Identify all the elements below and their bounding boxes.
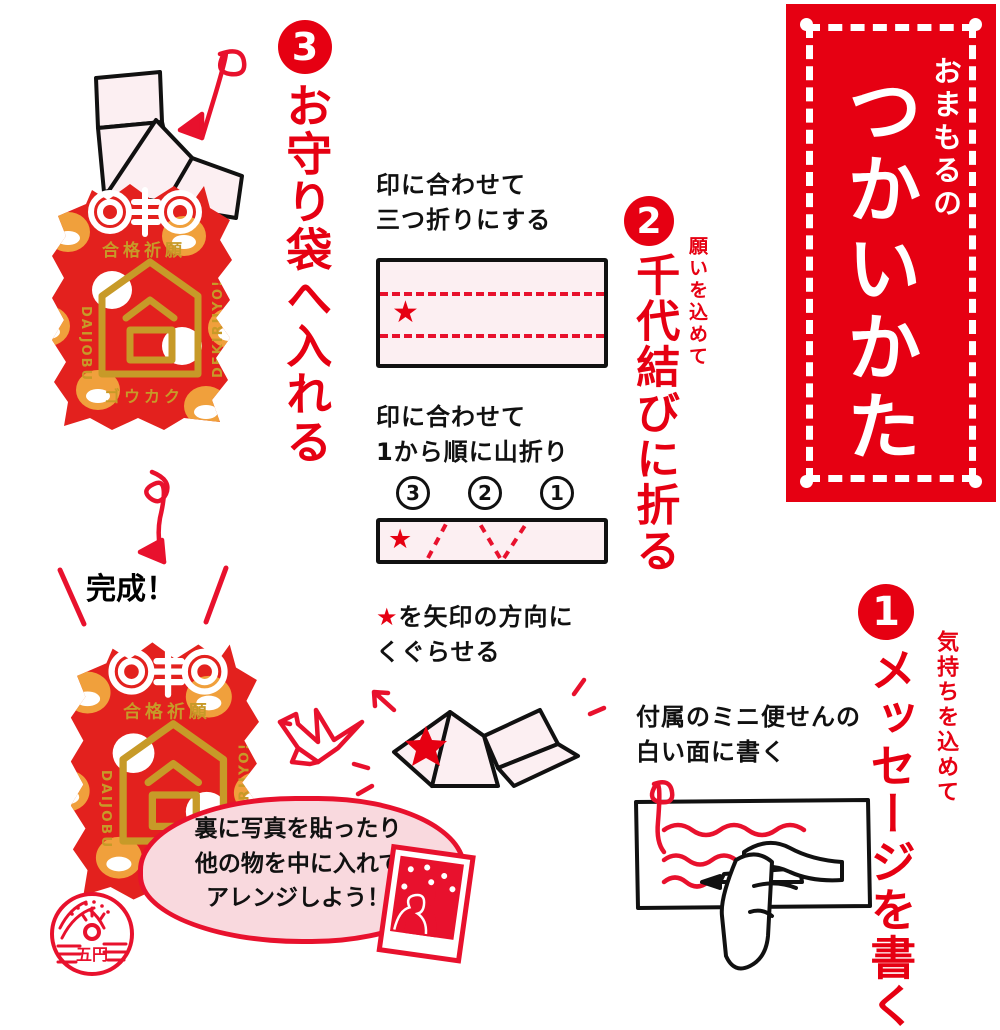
step-1-caption: 付属のミニ便せんの 白い面に書く <box>636 703 861 766</box>
banner-corner-dot-br <box>969 475 982 488</box>
step-3-number-badge: 3 <box>278 20 332 74</box>
paper-strip-trifold: ★ <box>376 258 608 368</box>
photo-print <box>376 843 476 964</box>
emphasis-slashes <box>57 565 229 627</box>
omamori-right-romaji: DEKIRUYO! <box>211 279 226 378</box>
fold-dash-line-bottom <box>380 334 604 338</box>
poster-canvas: つかいかた おまもるの 1 メッセージを書く 気持ちを込めて 付属のミニ便せんの… <box>34 4 996 1030</box>
omamori-bag-top: 合格祈願 ゴウカク DAIJOBU DEKIRUYO! <box>52 184 232 430</box>
step-2-caption-star-text: を矢印の方向に くぐらせる <box>376 603 574 666</box>
coin-stamp: 五円 <box>50 892 134 976</box>
step-1-number-badge: 1 <box>858 584 914 640</box>
star-icon: ★ <box>392 295 419 330</box>
step-3-heading: お守り袋へ入れる <box>279 82 334 466</box>
title-banner <box>786 4 996 502</box>
fold-mark-3: 3 <box>396 476 430 510</box>
message-paper-illustration <box>634 780 872 971</box>
diagonal-fold-lines <box>426 522 528 560</box>
completion-emphasis-strokes <box>46 562 246 632</box>
omamori-left-romaji: DAIJOBU <box>98 770 114 849</box>
banner-corner-dot-tr <box>969 18 982 31</box>
photo-print-icon <box>376 843 478 964</box>
coin-stamp-label: 五円 <box>76 945 108 964</box>
step-2-heading: 千代結びに折る <box>628 252 680 574</box>
star-icon: ★ <box>376 603 399 631</box>
banner-dashed-frame <box>806 24 976 482</box>
step-2-caption-trifold: 印に合わせて 三つ折りにする <box>376 171 552 234</box>
omamori-bag-illustration: 合格祈願 ゴウカク DAIJOBU DEKIRUYO! <box>34 178 254 438</box>
step-2-caption-star-through: ★を矢印の方向に くぐらせる <box>376 600 574 670</box>
omamori-left-romaji: DAIJOBU <box>78 306 93 382</box>
step-2-number-badge: 2 <box>624 196 674 246</box>
fold-dash-line-top <box>380 292 604 296</box>
star-icon: ★ <box>388 524 413 555</box>
origami-crane <box>277 707 365 767</box>
step-1-subheading: 気持ちを込めて <box>933 630 959 805</box>
five-yen-coin-stamp: 五円 <box>42 884 142 984</box>
omamori-top-kanji: 合格祈願 <box>123 701 211 723</box>
tip-speech-bubble-text: 裏に写真を貼ったり 他の物を中に入れて アレンジしよう！ <box>194 816 402 911</box>
curly-arrow-down <box>137 469 170 565</box>
step-1-illustration <box>624 780 894 982</box>
fold-mark-1: 1 <box>540 476 574 510</box>
omamori-bottom-katakana: ゴウカク <box>104 387 184 406</box>
folded-knot-illustration <box>351 677 608 800</box>
omamori-top-kanji: 合格祈願 <box>102 240 186 261</box>
step-2-caption-mountain-fold: 印に合わせて 1から順に山折り <box>376 403 569 466</box>
page-title: つかいかた <box>834 72 921 467</box>
curly-arrow-icon <box>128 466 238 576</box>
paper-strip-diagonal-folds: ★ <box>376 518 608 564</box>
completion-label: 完成！ <box>86 572 176 607</box>
origami-crane-icon <box>276 700 366 780</box>
fold-mark-2: 2 <box>468 476 502 510</box>
banner-corner-dot-tl <box>800 18 813 31</box>
step-1-heading: メッセージを書く <box>863 646 918 1030</box>
folded-paper-knot <box>351 677 607 797</box>
step-2-subheading: 願いを込めて <box>685 236 708 368</box>
page-subtitle: おまもるの <box>928 56 963 221</box>
banner-corner-dot-bl <box>800 475 813 488</box>
